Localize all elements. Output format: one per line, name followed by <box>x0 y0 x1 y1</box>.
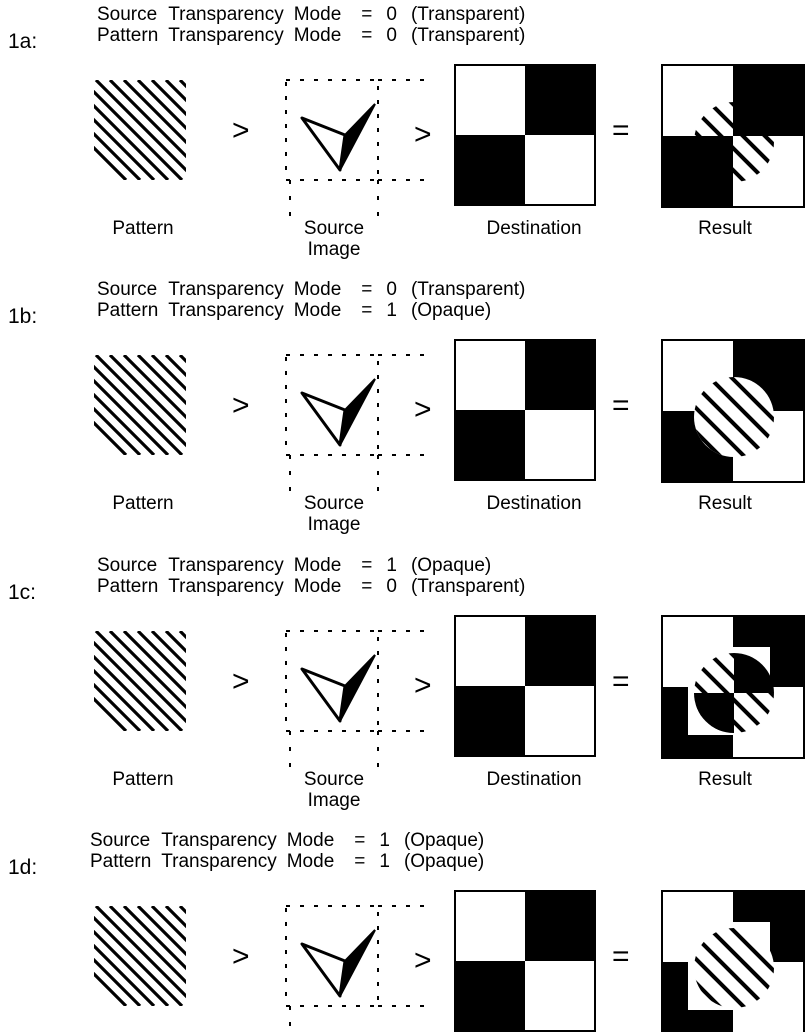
operator-eq: = <box>612 114 630 147</box>
destination-caption: Destination <box>486 769 582 790</box>
operator-gt: > <box>232 114 250 147</box>
source-image-icon <box>285 630 430 769</box>
source-mode-row: Source Transparency Mode = 1 (Opaque) <box>90 830 485 851</box>
source-mode-row: Source Transparency Mode = 0 (Transparen… <box>97 279 526 300</box>
mode-table: Source Transparency Mode = 1 (Opaque) Pa… <box>97 555 535 597</box>
operator-gt: > <box>414 393 432 426</box>
result-caption: Result <box>698 769 752 790</box>
pattern-hatch-icon <box>94 80 186 180</box>
source-image-icon <box>285 905 430 1032</box>
destination-checker <box>454 890 596 1032</box>
operator-gt: > <box>414 944 432 977</box>
panel-1c: 1c: Source Transparency Mode = 1 (Opaque… <box>0 551 806 827</box>
source-mode-row: Source Transparency Mode = 0 (Transparen… <box>97 4 526 25</box>
result-image <box>661 64 805 208</box>
operator-eq: = <box>612 389 630 422</box>
mode-table: Source Transparency Mode = 1 (Opaque) Pa… <box>90 830 494 872</box>
mode-table: Source Transparency Mode = 0 (Transparen… <box>97 4 535 46</box>
result-image <box>661 615 805 759</box>
operator-gt: > <box>232 940 250 973</box>
destination-checker <box>454 64 596 206</box>
pattern-caption: Pattern <box>112 218 174 239</box>
source-image-caption: Source Image <box>303 493 365 535</box>
panel-label: 1a: <box>8 30 38 53</box>
result-image <box>661 890 805 1032</box>
operator-eq: = <box>612 940 630 973</box>
panel-1b: 1b: Source Transparency Mode = 0 (Transp… <box>0 275 806 551</box>
source-image-caption: Source Image <box>303 218 365 260</box>
panel-1d: 1d: Source Transparency Mode = 1 (Opaque… <box>0 826 806 1032</box>
pattern-mode-row: Pattern Transparency Mode = 1 (Opaque) <box>90 851 485 872</box>
result-caption: Result <box>698 493 752 514</box>
result-caption: Result <box>698 218 752 239</box>
panel-1a: 1a: Source Transparency Mode = 0 (Transp… <box>0 0 806 276</box>
pattern-mode-row: Pattern Transparency Mode = 1 (Opaque) <box>97 300 492 321</box>
compositing-figure: > > = <box>94 339 805 493</box>
compositing-figure: > > = <box>94 890 805 1032</box>
operator-gt: > <box>232 389 250 422</box>
destination-caption: Destination <box>486 218 582 239</box>
source-image-caption: Source Image <box>303 769 365 811</box>
result-image <box>661 339 805 483</box>
destination-caption: Destination <box>486 493 582 514</box>
operator-eq: = <box>612 665 630 698</box>
panel-label: 1c: <box>8 581 37 604</box>
pattern-hatch-icon <box>94 631 186 731</box>
pattern-caption: Pattern <box>112 769 174 790</box>
mode-table: Source Transparency Mode = 0 (Transparen… <box>97 279 535 321</box>
compositing-figure: > > = <box>94 64 805 218</box>
source-mode-row: Source Transparency Mode = 1 (Opaque) <box>97 555 492 576</box>
panel-label: 1b: <box>8 305 38 328</box>
operator-gt: > <box>414 118 432 151</box>
pattern-mode-row: Pattern Transparency Mode = 0 (Transpare… <box>97 25 526 46</box>
source-image-icon <box>285 354 430 493</box>
pattern-mode-row: Pattern Transparency Mode = 0 (Transpare… <box>97 576 526 597</box>
compositing-figure: > > = <box>94 615 805 769</box>
operator-gt: > <box>414 669 432 702</box>
operator-gt: > <box>232 665 250 698</box>
pattern-hatch-icon <box>94 355 186 455</box>
panel-label: 1d: <box>8 856 38 879</box>
pattern-hatch-icon <box>94 906 186 1006</box>
destination-checker <box>454 615 596 757</box>
source-image-icon <box>285 79 430 218</box>
destination-checker <box>454 339 596 481</box>
pattern-caption: Pattern <box>112 493 174 514</box>
